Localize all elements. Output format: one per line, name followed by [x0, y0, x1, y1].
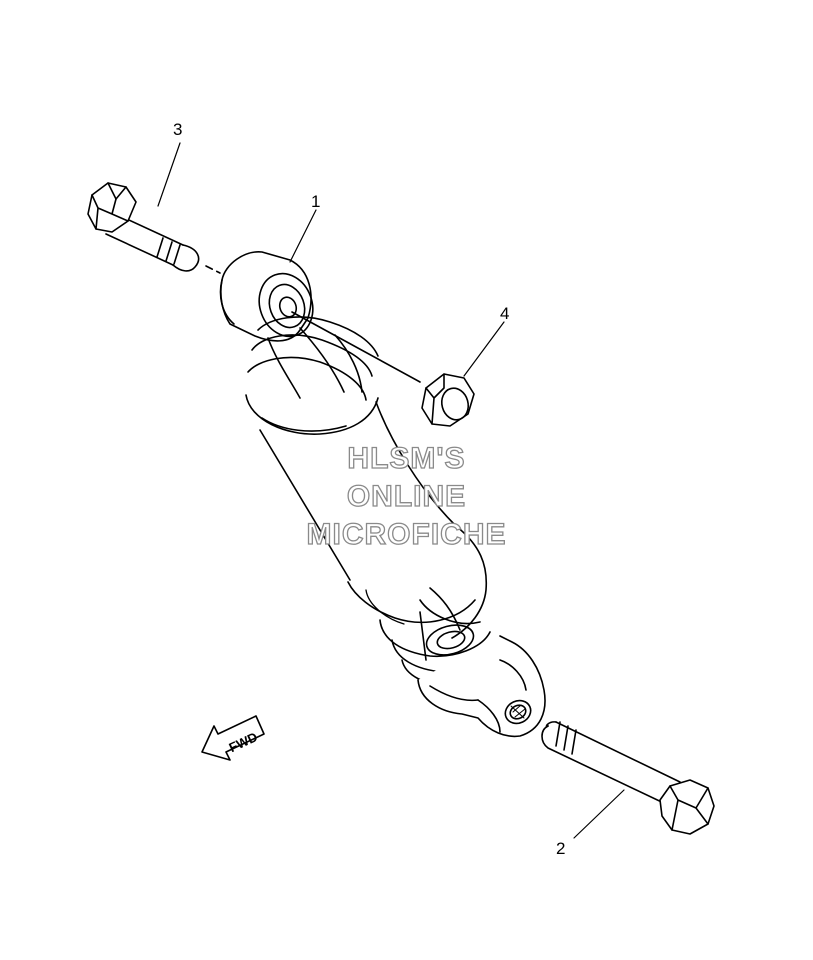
alignment-line	[205, 265, 221, 274]
callout-1: 1	[311, 192, 321, 211]
watermark-line-3: MICROFICHE	[306, 517, 507, 551]
leader-4	[463, 321, 505, 377]
shock-absorber-icon	[219, 251, 546, 738]
flange-nut-icon	[421, 373, 475, 427]
upper-bolt-icon	[87, 182, 200, 272]
alignment-line	[291, 311, 421, 383]
callout-2: 2	[556, 839, 566, 858]
leader-3	[157, 142, 181, 207]
callout-3: 3	[173, 120, 183, 139]
watermark-line-1: HLSM'S	[347, 441, 466, 475]
lower-bolt-icon	[541, 721, 715, 835]
leader-2	[573, 789, 625, 839]
forward-direction-arrow: FWD	[201, 715, 265, 761]
watermark-line-2: ONLINE	[346, 479, 467, 513]
callout-leaders	[157, 142, 625, 839]
leader-1	[289, 209, 317, 263]
callout-4: 4	[500, 304, 510, 323]
